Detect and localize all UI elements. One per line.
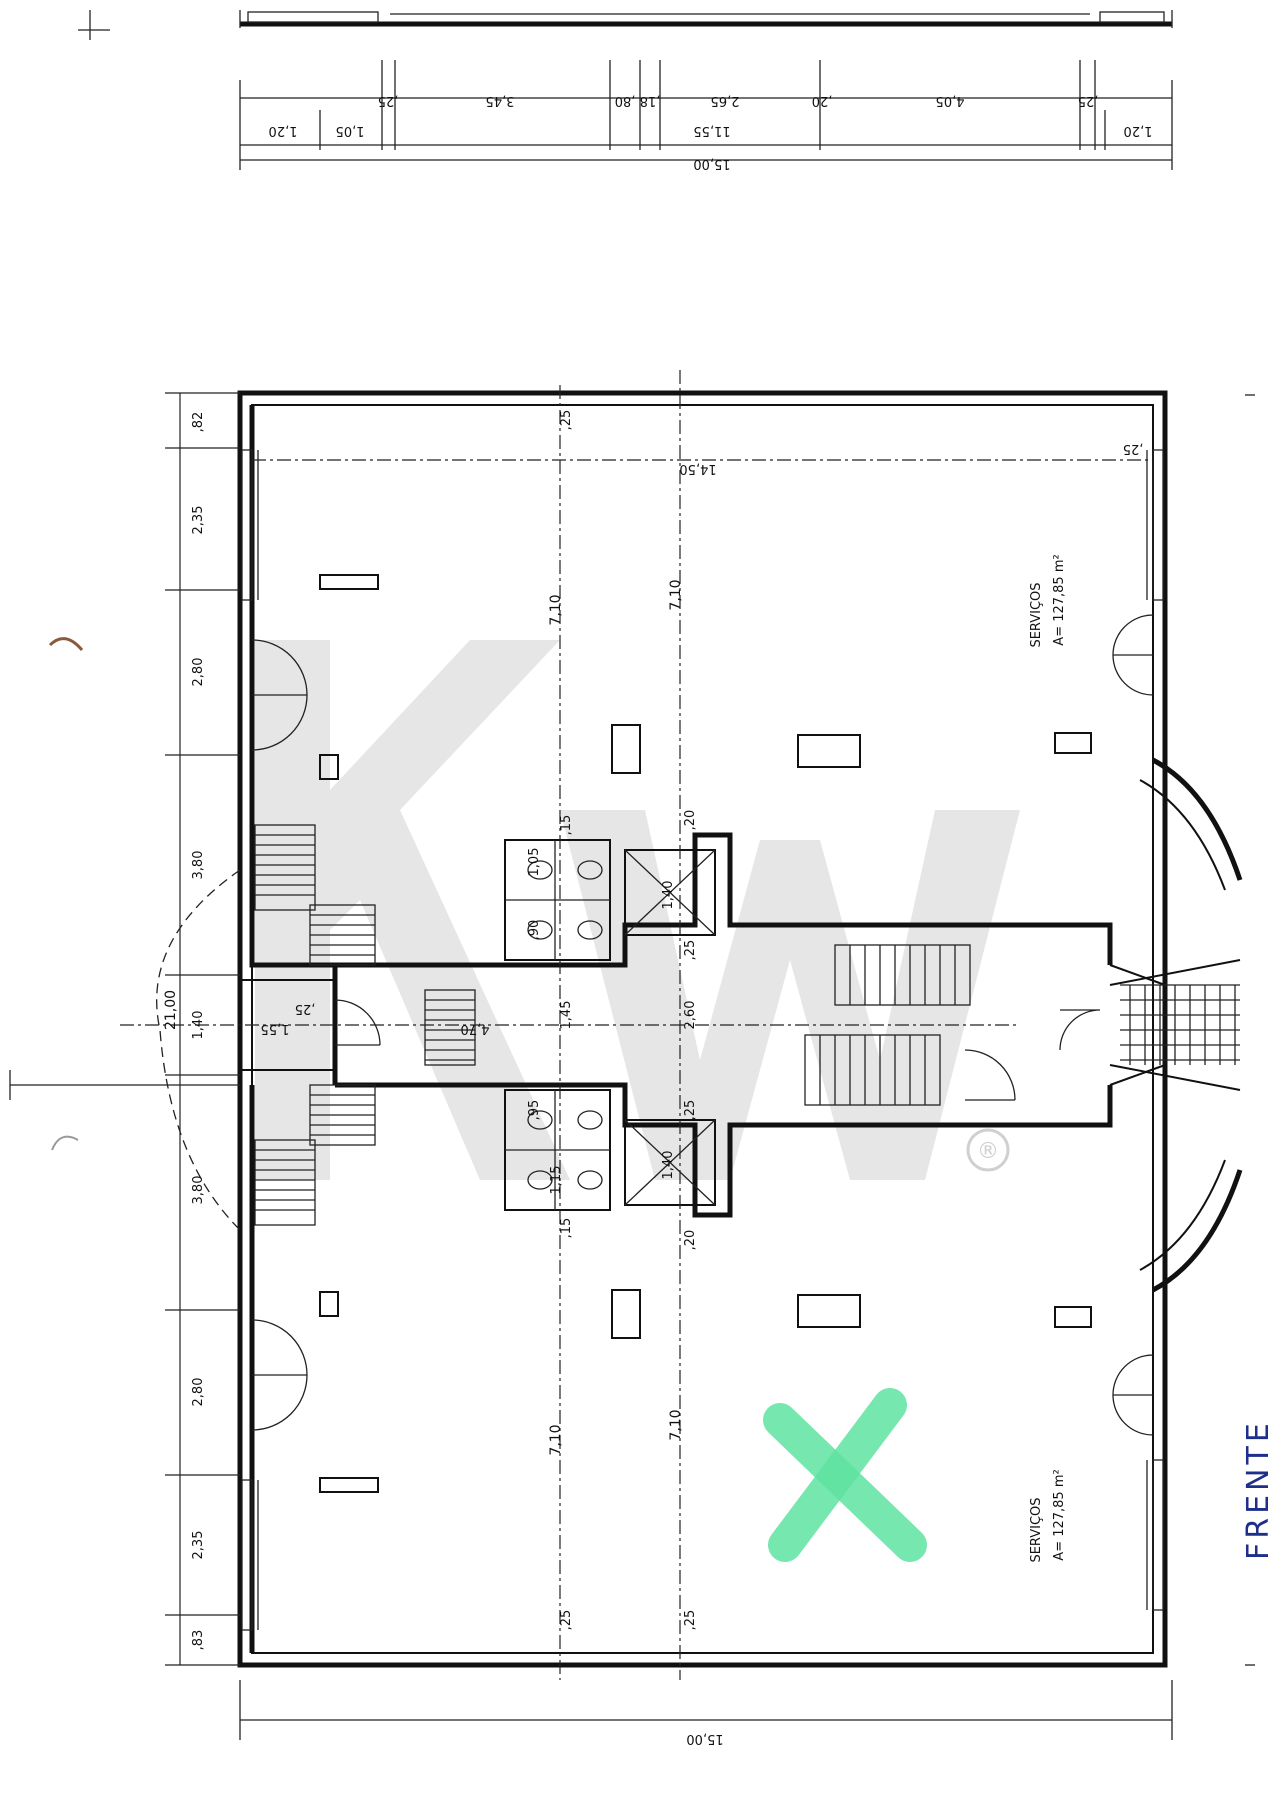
- room-1-name: SERVIÇOS: [1029, 582, 1044, 647]
- dim-label: ,20: [683, 1230, 698, 1251]
- dim-label: ,90: [527, 920, 542, 941]
- left-dim-4: 3,80: [191, 851, 206, 880]
- dim-label: ,25: [559, 1610, 574, 1631]
- left-dim-3: 2,80: [191, 658, 206, 687]
- entrance-steps-grid: [1120, 984, 1240, 1065]
- dim-label: 1,45: [559, 1001, 574, 1030]
- top-dim-5: ,18: [640, 93, 661, 108]
- margin-marks: [48, 394, 1255, 1666]
- room-labels: SERVIÇOS A= 127,85 m² SERVIÇOS A= 127,85…: [1029, 554, 1067, 1562]
- dim-label: 7,10: [548, 594, 564, 625]
- left-dim-1: ,82: [191, 412, 206, 433]
- dim-label: ,25: [683, 1100, 698, 1121]
- left-dim-5: 21,00: [163, 990, 179, 1030]
- dim-label: 1,40: [661, 881, 676, 910]
- dim-label: ,25: [559, 410, 574, 431]
- left-dim-2: 2,35: [191, 506, 206, 535]
- structural-columns: [319, 574, 1092, 1493]
- dim-label: ,95: [527, 1100, 542, 1121]
- dim-label: ,25: [683, 940, 698, 961]
- green-x-mark: [763, 1388, 927, 1562]
- watermark-registered-mark: ®: [977, 1139, 999, 1164]
- dim-label: 4,70: [461, 1021, 490, 1036]
- top-dim-outer: 15,00: [693, 156, 730, 171]
- doors: [251, 614, 1154, 1436]
- interior-dimension-labels: ,25 14,50 7,10 7,10 ,20 ,15 ,25 1,45 2,6…: [261, 410, 1144, 1631]
- left-dim-9: 2,35: [191, 1531, 206, 1560]
- dim-label: 2,60: [683, 1001, 698, 1030]
- top-dim-10: ,25: [1078, 93, 1099, 108]
- top-dim-11: 1,20: [1124, 123, 1153, 138]
- left-dim-10: ,83: [191, 1630, 206, 1651]
- top-dim-6: ,80: [615, 93, 636, 108]
- frente-label: FRENTE: [1241, 1419, 1276, 1560]
- dim-label: 14,50: [679, 461, 716, 476]
- dim-label: 1,40: [661, 1151, 676, 1180]
- kw-watermark: ®: [255, 640, 1020, 1180]
- top-dim-2: 1,05: [336, 123, 365, 138]
- dim-label: 7,10: [668, 579, 684, 610]
- axis-lines: [9, 370, 1173, 1740]
- left-dim-6: 1,40: [191, 1011, 206, 1040]
- top-dim-4: 3,45: [486, 93, 515, 108]
- room-2-area: A= 127,85 m²: [1052, 1469, 1067, 1560]
- dim-label: 1,55: [261, 1021, 290, 1036]
- top-dim-1: 1,20: [269, 123, 298, 138]
- top-dim-7: 2,65: [711, 93, 740, 108]
- room-1-area: A= 127,85 m²: [1052, 554, 1067, 645]
- dim-label: ,25: [1123, 441, 1144, 456]
- top-dim-mid: 11,55: [693, 123, 730, 138]
- top-dim-9: 4,05: [936, 93, 965, 108]
- dim-label: 7,10: [668, 1409, 684, 1440]
- core-elements: [254, 824, 971, 1226]
- dim-label: 7,10: [548, 1424, 564, 1455]
- top-plan-strip: 1,20 1,05 ,25 3,45 ,18 ,80 2,65 ,20 4,05…: [78, 10, 1173, 171]
- top-dim-8: ,20: [812, 93, 833, 108]
- dim-label: 1,05: [527, 848, 542, 877]
- room-2-name: SERVIÇOS: [1029, 1497, 1044, 1562]
- left-dim-8: 2,80: [191, 1378, 206, 1407]
- dim-label: ,25: [683, 1610, 698, 1631]
- left-dimension-labels: ,82 2,35 2,80 3,80 21,00 1,40 3,80 2,80 …: [163, 412, 206, 1651]
- left-dim-7: 3,80: [191, 1176, 206, 1205]
- dim-label: ,15: [559, 815, 574, 836]
- dim-label: 1,15: [549, 1166, 564, 1195]
- dim-label: ,20: [683, 810, 698, 831]
- windows: [241, 449, 1164, 1631]
- bottom-dimension: 15,00: [686, 1731, 723, 1746]
- dim-label: ,25: [295, 1001, 316, 1016]
- dim-label: ,15: [559, 1218, 574, 1239]
- top-dim-3: ,25: [378, 93, 399, 108]
